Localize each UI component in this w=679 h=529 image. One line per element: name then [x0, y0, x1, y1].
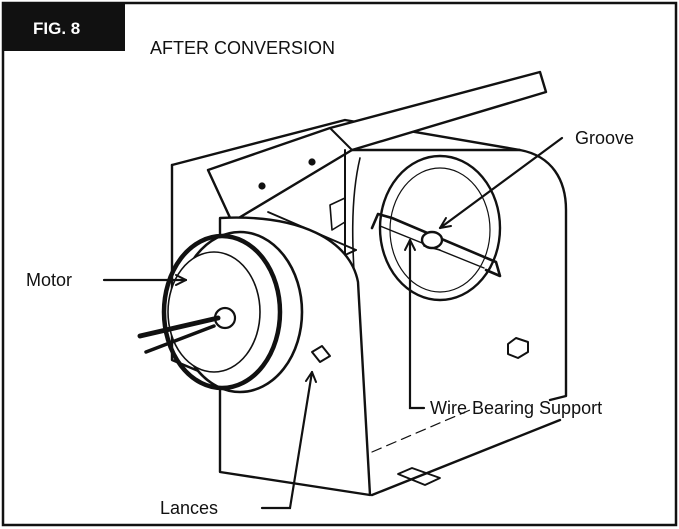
- motor-face: [167, 251, 261, 373]
- flap-hole-right: [308, 158, 316, 166]
- top-cover-flap-edge: [207, 169, 233, 223]
- callout-leaders: [102, 136, 564, 510]
- housing-back-rim: [170, 118, 522, 167]
- blower-housing-drawing: [137, 70, 568, 497]
- motor-leader-arrow: [175, 274, 187, 286]
- motor-cable: [137, 315, 221, 339]
- floor-tab: [397, 467, 441, 486]
- housing-floor-back: [371, 409, 471, 453]
- label-motor: Motor: [26, 270, 72, 290]
- bearing-groove-detail: [423, 245, 441, 251]
- groove-leader-arrow: [439, 217, 452, 229]
- figure-tag-box: [3, 3, 125, 51]
- top-cover-flap-fold: [329, 127, 353, 151]
- wire-bearing-support: [370, 212, 502, 278]
- motor-back-ring: [161, 233, 283, 391]
- side-bolt: [507, 337, 529, 359]
- wire-bearing-support-leader-line: [408, 238, 426, 410]
- lances-leader-arrow: [305, 371, 317, 383]
- label-lances: Lances: [160, 498, 218, 518]
- housing-right-panel: [350, 148, 568, 402]
- figure-title: AFTER CONVERSION: [150, 38, 335, 58]
- flap-hole-left: [258, 182, 266, 190]
- air-opening: [378, 154, 502, 302]
- groove-leader-line: [438, 136, 564, 230]
- lances-leader-line: [260, 370, 314, 510]
- housing-floor: [370, 418, 562, 497]
- label-groove: Groove: [575, 128, 634, 148]
- wire-bearing-support-leader-arrow: [404, 239, 416, 251]
- housing-back-wall-detail: [329, 197, 346, 231]
- figure-tag: FIG. 8: [33, 19, 80, 38]
- lances-slot: [311, 345, 331, 363]
- label-wire-bearing-support: Wire Bearing Support: [430, 398, 602, 418]
- motor-cable-second: [144, 324, 216, 354]
